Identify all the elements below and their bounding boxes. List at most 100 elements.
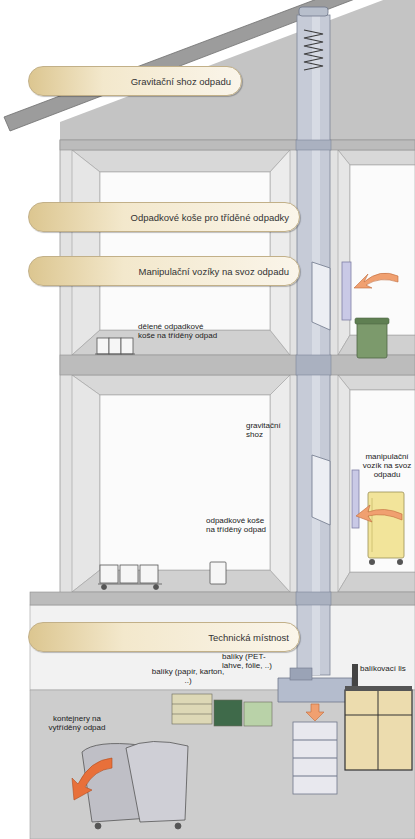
green-bin (355, 318, 389, 358)
waste-chute-part (299, 7, 328, 16)
sorting-bins-part (120, 565, 138, 583)
sorting-bins-part (140, 565, 158, 583)
baling-press-part (378, 690, 379, 770)
yellow-cart-part (368, 492, 404, 558)
yellow-cart-part (369, 559, 375, 565)
sorting-bins (95, 338, 226, 590)
chute-base-part (293, 758, 337, 759)
wall-panel (342, 262, 359, 528)
sorting-bins-part (97, 338, 109, 354)
sorting-bins-part (98, 584, 162, 585)
callout-band: Odpadkové koše pro tříděné odpadky (28, 202, 300, 232)
orange-arrow (354, 273, 402, 522)
containers-part (126, 741, 188, 822)
room-part (72, 150, 100, 355)
caption-label: kontejnery na vytříděný odpad (40, 714, 114, 732)
caption-label: balíky (PET-lahve, fólie, ..) (222, 652, 276, 670)
containers (72, 741, 188, 829)
orange-arrow-part (354, 273, 398, 288)
sorting-bins-part (154, 585, 159, 590)
chute-base-part (290, 668, 312, 680)
waste-chute-part (304, 30, 323, 70)
room-part (72, 150, 290, 172)
containers-part (175, 823, 181, 829)
chute-inlet (312, 262, 330, 525)
chute-inlet-part (312, 262, 330, 330)
caption-label: balíky (papír, karton, ..) (150, 667, 226, 685)
bales-part (244, 702, 272, 726)
band-label: Technická místnost (208, 632, 289, 643)
room-part (270, 375, 290, 592)
floor-slab-part (60, 140, 415, 150)
band-label: Odpadkové koše pro tříděné odpadky (131, 212, 289, 223)
waste-chute-part (296, 355, 331, 375)
chute-inlet-part (312, 455, 330, 525)
yellow-cart-part (397, 559, 403, 565)
room-part (72, 375, 290, 395)
caption-label: manipulační vozík na svoz odpadu (362, 452, 412, 480)
baling-press-part (345, 686, 412, 691)
baling-press-part (345, 690, 412, 770)
room-part (338, 375, 350, 592)
roof (4, 0, 415, 131)
room-part (100, 395, 270, 570)
waste-chute-part (296, 592, 331, 605)
wall-panel-part (352, 470, 359, 528)
room-part (338, 150, 415, 165)
bales-part (172, 694, 212, 724)
bales-part (172, 714, 212, 715)
caption-label: balíkovací lis (360, 664, 413, 673)
room-part (270, 150, 290, 355)
room-part (100, 172, 270, 330)
roof-part (4, 0, 415, 131)
sorting-bins-part (109, 338, 121, 354)
band-label: Gravitační shoz odpadu (131, 76, 231, 87)
sorting-bins-part (210, 562, 226, 584)
callout-band: Technická místnost (28, 622, 300, 652)
containers-part (72, 758, 112, 800)
waste-chute-part (297, 15, 330, 675)
baling-press (345, 664, 412, 770)
chute-base-part (293, 776, 337, 777)
wall-panel-part (342, 262, 351, 320)
waste-chute-part (312, 15, 320, 675)
bales-part (214, 700, 242, 726)
room (30, 150, 415, 839)
band-label: Manipulační vozíky na svoz odpadu (138, 266, 289, 277)
room-part (350, 165, 415, 335)
chute-base-part (278, 678, 352, 702)
callout-band: Manipulační vozíky na svoz odpadu (28, 256, 300, 286)
waste-chute-part (296, 140, 331, 150)
sorting-bins-part (102, 585, 107, 590)
room-part (338, 375, 415, 390)
building-wall (30, 140, 415, 839)
chute-base-part (293, 740, 337, 741)
floor-slab-part (30, 592, 415, 605)
caption-label: odpadkové koše na tříděný odpad (206, 516, 268, 534)
bales-part (172, 704, 212, 705)
waste-chute (296, 7, 331, 675)
room-part (72, 375, 100, 592)
sorting-bins-part (121, 338, 133, 354)
chute-base-part (306, 704, 324, 721)
room-part (350, 390, 415, 572)
chute-base (278, 668, 352, 794)
bales (172, 694, 272, 726)
callout-band: Gravitační shoz odpadu (28, 66, 242, 96)
room-part (338, 572, 415, 592)
green-bin-part (355, 318, 389, 324)
yellow-cart (368, 492, 404, 565)
yellow-cart-part (372, 498, 373, 552)
sorting-bins-part (95, 354, 135, 355)
sorting-bins-part (100, 565, 118, 583)
room-part (338, 150, 350, 355)
green-bin-part (357, 322, 387, 358)
orange-arrow-part (356, 505, 402, 522)
caption-label: dělené odpadkové koše na tříděný odpad (138, 322, 220, 340)
caption-label: gravitační shoz (246, 421, 294, 439)
containers-part (95, 823, 101, 829)
chute-base-part (293, 722, 337, 794)
